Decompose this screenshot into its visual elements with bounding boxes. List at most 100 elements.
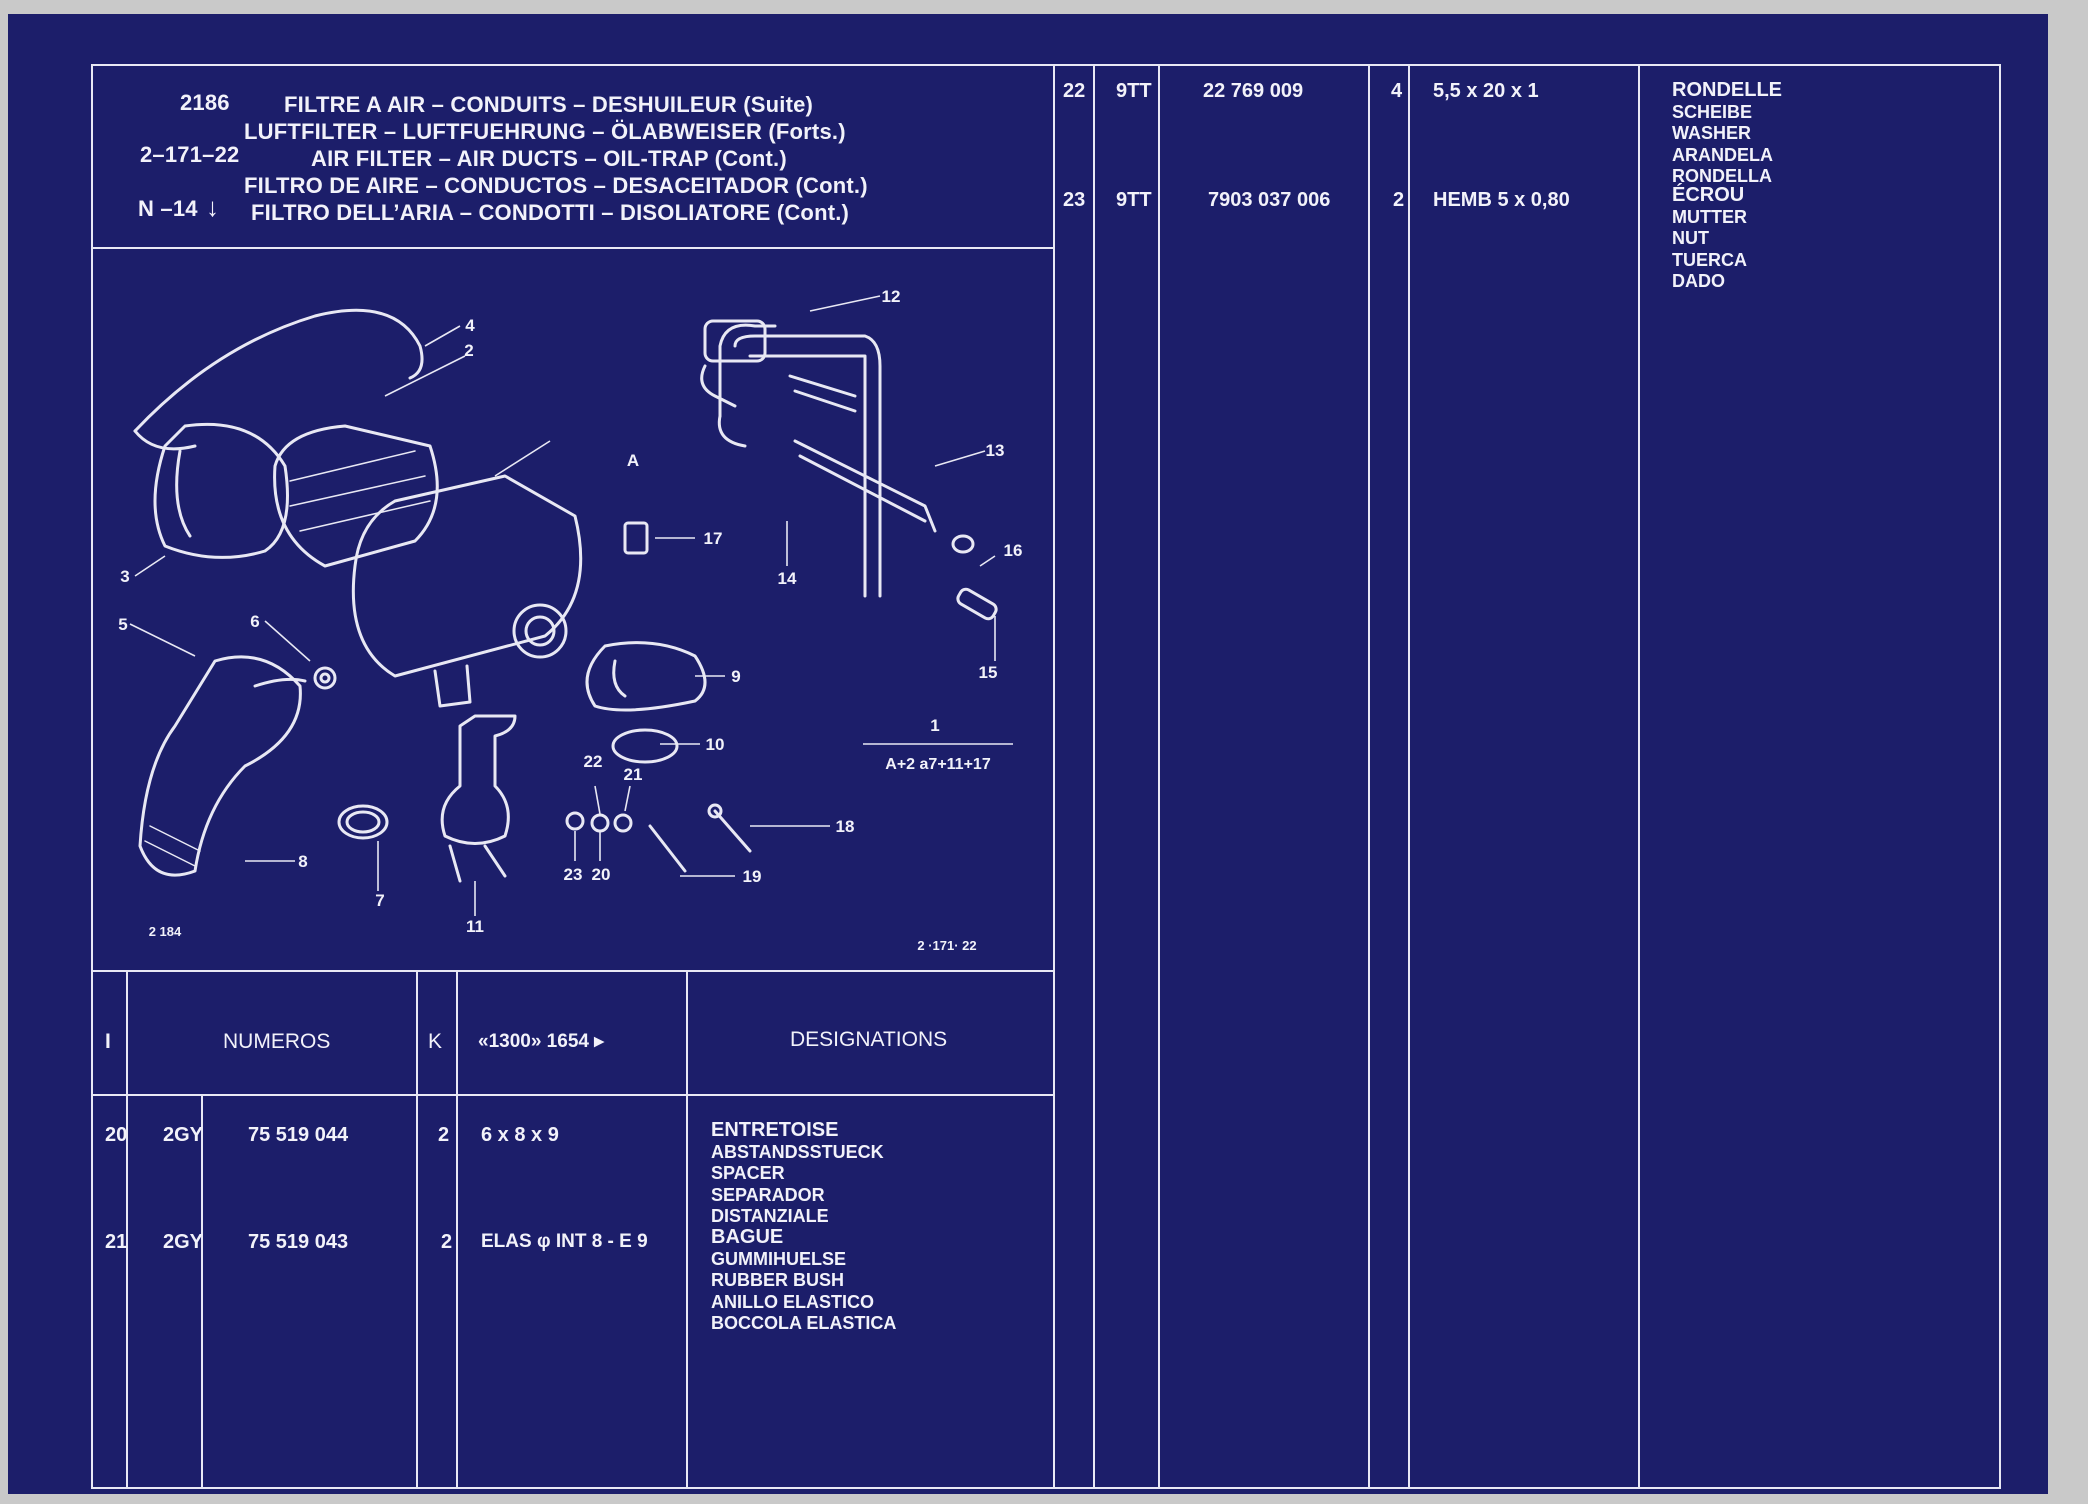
row-22-code: 9TT: [1116, 80, 1152, 102]
parts-catalog-sheet: 2186 2–171–22 N –14 ↓ FILTRE A AIR – CON…: [8, 14, 2048, 1494]
callout-17: 17: [704, 529, 723, 548]
exploded-parts-diagram: 1 2 3 4 5 6 7 8 9 10 11 12 13 14 15 16 1…: [118, 287, 1022, 953]
row-22-dim: 5,5 x 20 x 1: [1433, 80, 1539, 102]
callout-9: 9: [731, 667, 740, 686]
col-rule: [686, 970, 688, 1489]
row-21-index: 21: [105, 1231, 128, 1253]
row-23-qty: 2: [1393, 189, 1405, 211]
callout-14: 14: [778, 569, 797, 588]
diagram-label-right: 2 ·171· 22: [917, 938, 976, 953]
col-rule: [126, 970, 128, 1489]
o-ring-part: [337, 804, 389, 840]
row-20-number: 75 519 044: [248, 1124, 349, 1146]
callout-1: 1: [930, 716, 939, 735]
row-23-dim: HEMB 5 x 0,80: [1433, 189, 1570, 211]
callout-3: 3: [120, 567, 129, 586]
designation-it: DISTANZIALE: [711, 1206, 829, 1226]
header-range: «1300» 1654 ▸: [478, 1031, 604, 1052]
callout-18: 18: [836, 817, 855, 836]
callout-21: 21: [624, 765, 643, 784]
model-ref: N –14: [138, 196, 198, 221]
designation-de: MUTTER: [1672, 206, 1747, 227]
row-23-designations: ÉCROU MUTTER NUT TUERCA DADO: [1672, 184, 1747, 293]
header-rule-top: [91, 970, 1053, 972]
callout-12: 12: [882, 287, 901, 306]
callout-16: 16: [1004, 541, 1023, 560]
callout-A: A: [627, 451, 639, 470]
title-rule: [91, 247, 1053, 249]
outer-frame: [91, 64, 2001, 1489]
callout-19: 19: [743, 867, 762, 886]
row-21-number: 75 519 043: [248, 1231, 349, 1253]
col-rule: [1638, 64, 1640, 1489]
down-arrow-icon: ↓: [206, 192, 220, 222]
callout-8: 8: [298, 852, 307, 871]
callout-23: 23: [564, 865, 583, 884]
clamp-part: [611, 728, 679, 764]
row-21-designations: BAGUE GUMMIHUELSE RUBBER BUSH ANILLO ELA…: [711, 1226, 896, 1335]
designation-es: TUERCA: [1672, 249, 1747, 270]
clip-part: [133, 308, 424, 433]
row-22-number: 22 769 009: [1203, 80, 1304, 102]
oil-trap-valve-part: [440, 714, 517, 845]
figure-ref: 2–171–22: [140, 142, 240, 167]
page-ref: 2186: [180, 90, 230, 115]
divider-main: [1053, 64, 1055, 1489]
col-rule: [1158, 64, 1160, 1489]
row-20-designations: ENTRETOISE ABSTANDSSTUECK SPACER SEPARAD…: [711, 1119, 884, 1228]
row-21-qty: 2: [441, 1231, 453, 1253]
designation-es: SEPARADOR: [711, 1184, 825, 1205]
elbow-hose-part: [138, 655, 302, 877]
hose-part: [585, 641, 707, 712]
callout-10: 10: [706, 735, 725, 754]
row-23-number: 7903 037 006: [1208, 189, 1331, 211]
diagram-label-left: 2 184: [149, 924, 182, 939]
header-numbers: NUMEROS: [223, 1030, 331, 1053]
row-20-qty: 2: [438, 1124, 450, 1146]
callout-labels: 1 2 3 4 5 6 7 8 9 10 11 12 13 14 15 16 1…: [118, 287, 1022, 953]
callout-4: 4: [465, 316, 475, 335]
designation-es: ARANDELA: [1672, 144, 1773, 165]
designation-en: SPACER: [711, 1163, 785, 1183]
row-20-index: 20: [105, 1124, 128, 1146]
header-index: I: [105, 1030, 111, 1053]
callout-7: 7: [375, 891, 384, 910]
callout-6: 6: [250, 612, 259, 631]
designation-es: ANILLO ELASTICO: [711, 1291, 874, 1312]
designation-en: WASHER: [1672, 123, 1752, 143]
row-22-designations: RONDELLE SCHEIBE WASHER ARANDELA RONDELL…: [1672, 79, 1782, 188]
hose-part: [793, 439, 937, 533]
designation-de: SCHEIBE: [1672, 101, 1753, 122]
header-rule-bottom: [91, 1094, 1053, 1096]
grommet-part: [623, 521, 649, 555]
col-rule: [1408, 64, 1410, 1489]
designation-it: DADO: [1672, 271, 1725, 291]
callout-15: 15: [979, 663, 998, 682]
designation-fr: BAGUE: [711, 1226, 784, 1248]
row-21-dim: ELAS φ INT 8 - E 9: [481, 1231, 648, 1252]
cap-part: [951, 534, 975, 554]
callout-5: 5: [118, 615, 127, 634]
row-21-code: 2GY: [163, 1231, 204, 1253]
col-rule: [456, 970, 458, 1489]
col-rule: [416, 970, 418, 1489]
designation-it: RONDELLA: [1672, 166, 1772, 186]
callout-13: 13: [986, 441, 1005, 460]
header-k: K: [428, 1030, 443, 1053]
title-de: LUFTFILTER – LUFTFUEHRUNG – ÖLABWEISER (…: [244, 119, 846, 144]
filter-cover-part: [153, 422, 289, 559]
title-it: FILTRO DELL’ARIA – CONDOTTI – DISOLIATOR…: [251, 200, 850, 225]
filter-housing-part: [351, 474, 583, 678]
callout-20: 20: [592, 865, 611, 884]
row-23-code: 9TT: [1116, 189, 1152, 211]
title-en: AIR FILTER – AIR DUCTS – OIL-TRAP (Cont.…: [311, 146, 787, 171]
callout-2: 2: [464, 341, 473, 360]
title-fr: FILTRE A AIR – CONDUITS – DESHUILEUR (Su…: [284, 92, 814, 117]
designation-en: NUT: [1672, 228, 1709, 248]
header-designations: DESIGNATIONS: [790, 1028, 948, 1051]
breather-pipe-part: [718, 323, 882, 598]
designation-fr: ÉCROU: [1672, 184, 1745, 206]
filter-element-part: [273, 424, 439, 568]
row-20-dim: 6 x 8 x 9: [481, 1124, 559, 1146]
callout-11: 11: [466, 917, 484, 936]
